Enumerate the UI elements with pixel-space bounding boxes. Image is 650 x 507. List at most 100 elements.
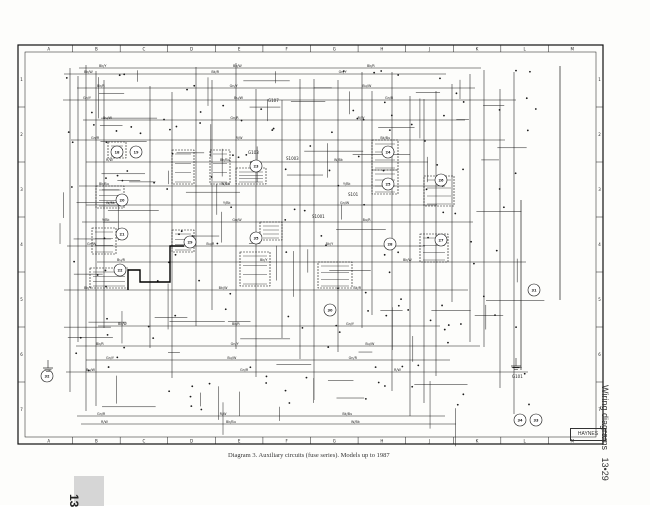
- grid-row-label-left: 2: [20, 132, 23, 137]
- component-number: 20: [119, 198, 125, 202]
- terminal-dot: [249, 366, 252, 369]
- grid-column-label-bottom: E: [238, 439, 241, 444]
- terminal-dot: [71, 141, 74, 144]
- wire-code-label: Bu/W: [227, 356, 237, 360]
- terminal-dot: [514, 172, 517, 175]
- terminal-dot: [427, 236, 429, 239]
- component-number: 26: [438, 178, 444, 182]
- connector-block: [239, 251, 271, 287]
- connector-block: [419, 233, 449, 263]
- wire-code-label: Gn/R: [349, 356, 358, 360]
- ground-label: G101: [512, 374, 523, 379]
- terminal-dot: [410, 123, 413, 126]
- wire-code-label: R/W: [236, 136, 243, 140]
- wire-code-label: Bu/R: [363, 218, 372, 222]
- terminal-dot: [534, 108, 537, 110]
- connector-block: [171, 149, 195, 185]
- terminal-dot: [229, 292, 232, 295]
- terminal-dot: [166, 188, 169, 190]
- terminal-dot: [411, 385, 414, 388]
- terminal-dot: [388, 129, 391, 132]
- wire-code-label: Bk/W: [84, 70, 93, 74]
- component-symbol: [381, 177, 395, 191]
- wire-code-label: Bu/R: [117, 258, 126, 262]
- terminal-dot: [106, 317, 108, 320]
- terminal-dot: [152, 337, 155, 340]
- component-number: 23: [253, 164, 259, 168]
- terminal-dot: [92, 124, 95, 126]
- terminal-dot: [245, 153, 248, 156]
- terminal-dot: [208, 382, 211, 385]
- component-number: 34: [517, 418, 523, 422]
- grid-row-label-left: 3: [20, 187, 23, 192]
- terminal-dot: [174, 314, 177, 317]
- wire-code-label: Gn/Y: [231, 342, 240, 346]
- terminal-dot: [163, 118, 165, 121]
- grid-column-label-bottom: H: [380, 439, 383, 444]
- terminal-dot: [495, 249, 498, 252]
- wire-code-label: Bk/W: [118, 322, 127, 326]
- grid-column-label-bottom: J: [428, 439, 430, 444]
- terminal-dot: [397, 74, 400, 76]
- wire-code-label: Bk/Y: [84, 286, 92, 290]
- terminal-dot: [70, 186, 73, 188]
- terminal-dot: [377, 381, 380, 384]
- component-number: 18: [114, 150, 120, 154]
- connector-block: [259, 221, 283, 241]
- terminal-dot: [367, 310, 369, 312]
- terminal-dot: [462, 393, 465, 396]
- grid-row-label-left: 1: [20, 77, 23, 82]
- terminal-dot: [374, 366, 377, 369]
- emphasised-wire: [127, 245, 184, 290]
- ground-label: G103: [248, 150, 259, 155]
- connector-block: [317, 261, 353, 289]
- terminal-dot: [335, 324, 338, 327]
- wire-code-label: Bk/Bu: [220, 158, 230, 162]
- terminal-dot: [429, 319, 432, 322]
- grid-column-label-top: J: [428, 47, 430, 52]
- component-number: 25: [385, 182, 391, 186]
- terminal-dot: [462, 101, 465, 103]
- component-number: 22: [117, 268, 123, 272]
- wire-code-label: R/W: [101, 420, 108, 424]
- terminal-dot: [175, 125, 178, 128]
- connector-block: [235, 167, 267, 185]
- page-number-tab: [74, 476, 104, 506]
- grid-column-label-top: D: [190, 47, 193, 52]
- grid-row-label-left: 4: [20, 242, 23, 247]
- wire-code-label: Bk/Y: [326, 242, 334, 246]
- wire-code-label: Y/Bk: [102, 218, 110, 222]
- terminal-dot: [115, 130, 118, 132]
- terminal-dot: [186, 88, 188, 91]
- terminal-dot: [90, 111, 93, 114]
- terminal-dot: [265, 382, 268, 384]
- terminal-dot: [383, 253, 386, 256]
- grid-row-label-left: 5: [20, 297, 23, 302]
- terminal-dot: [470, 240, 473, 243]
- terminal-dot: [442, 211, 445, 214]
- terminal-dot: [342, 70, 345, 73]
- component-symbol: [434, 233, 448, 247]
- wire-code-label: Bu/W: [365, 342, 375, 346]
- grid-row-label-right: 7: [598, 407, 601, 412]
- page-number: 13: [67, 494, 81, 507]
- terminal-dot: [455, 92, 458, 95]
- grid-row-label-right: 4: [598, 242, 601, 247]
- terminal-dot: [460, 323, 462, 325]
- terminal-dot: [525, 97, 528, 100]
- grid-row-label-right: 5: [598, 297, 601, 302]
- wire-code-label: Gn/R: [97, 412, 106, 416]
- terminal-dot: [362, 118, 365, 121]
- component-number: 28: [387, 242, 393, 246]
- wire-code-label: R/W: [358, 116, 365, 120]
- terminal-dot: [352, 109, 355, 112]
- terminal-dot: [293, 208, 296, 211]
- grid-row-label-right: 6: [598, 352, 601, 357]
- grid-column-label-top: K: [476, 47, 479, 52]
- terminal-dot: [523, 372, 526, 375]
- terminal-dot: [454, 212, 457, 215]
- terminal-dot: [443, 114, 445, 117]
- component-symbol: [513, 413, 527, 427]
- component-symbol: [110, 145, 124, 159]
- component-symbol: [115, 227, 129, 241]
